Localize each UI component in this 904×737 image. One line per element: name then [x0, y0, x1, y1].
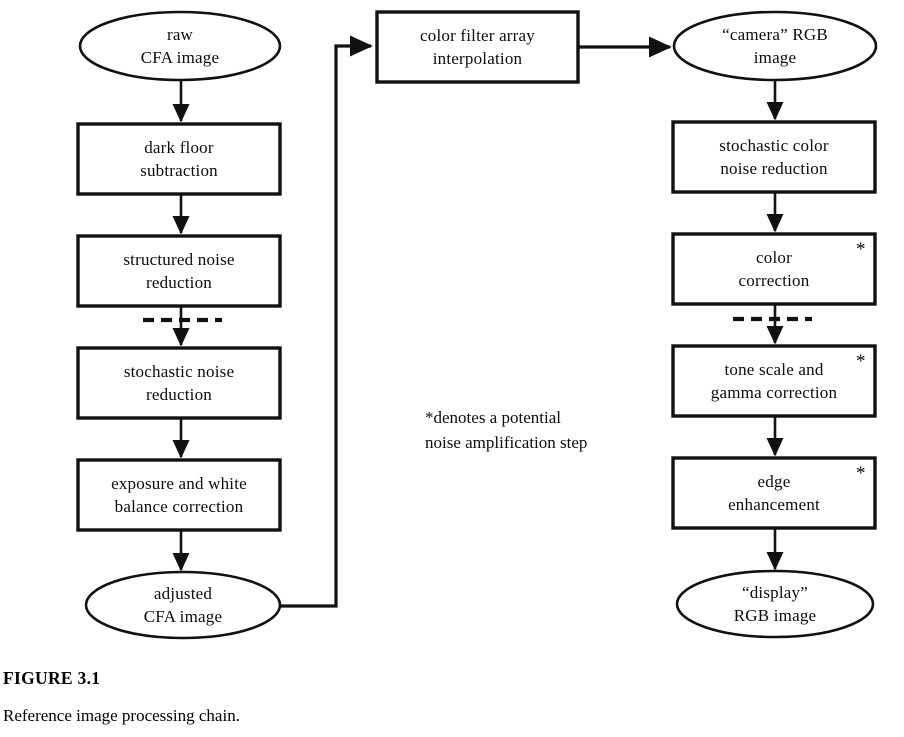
- node-raw-cfa-image: [78, 10, 282, 82]
- node-color-correction: [671, 232, 877, 306]
- node-stochastic-noise-reduction: [76, 346, 282, 420]
- node-dark-floor-subtraction: [76, 122, 282, 196]
- node-cfa-interpolation: [375, 10, 580, 84]
- node-display-rgb-image: [675, 569, 875, 639]
- figure-title: FIGURE 3.1: [3, 668, 101, 688]
- asterisk-marker-edge-enhancement: *: [856, 463, 866, 484]
- node-exposure-white-balance: [76, 458, 282, 532]
- node-stochastic-color-noise-reduction: [671, 120, 877, 194]
- legend-asterisk-note: *denotes a potential noise amplification…: [425, 408, 588, 452]
- node-structured-noise-reduction: [76, 234, 282, 308]
- node-camera-rgb-image: [672, 10, 878, 82]
- node-tone-scale-gamma-correction: [671, 344, 877, 418]
- node-adjusted-cfa-image: [84, 570, 282, 640]
- node-edge-enhancement: [671, 456, 877, 530]
- asterisk-marker-tone-scale-gamma: *: [856, 351, 866, 372]
- asterisk-marker-color-correction: *: [856, 239, 866, 260]
- connector-adjusted-to-interpolation: [280, 35, 373, 608]
- figure-caption: Reference image processing chain.: [3, 706, 240, 725]
